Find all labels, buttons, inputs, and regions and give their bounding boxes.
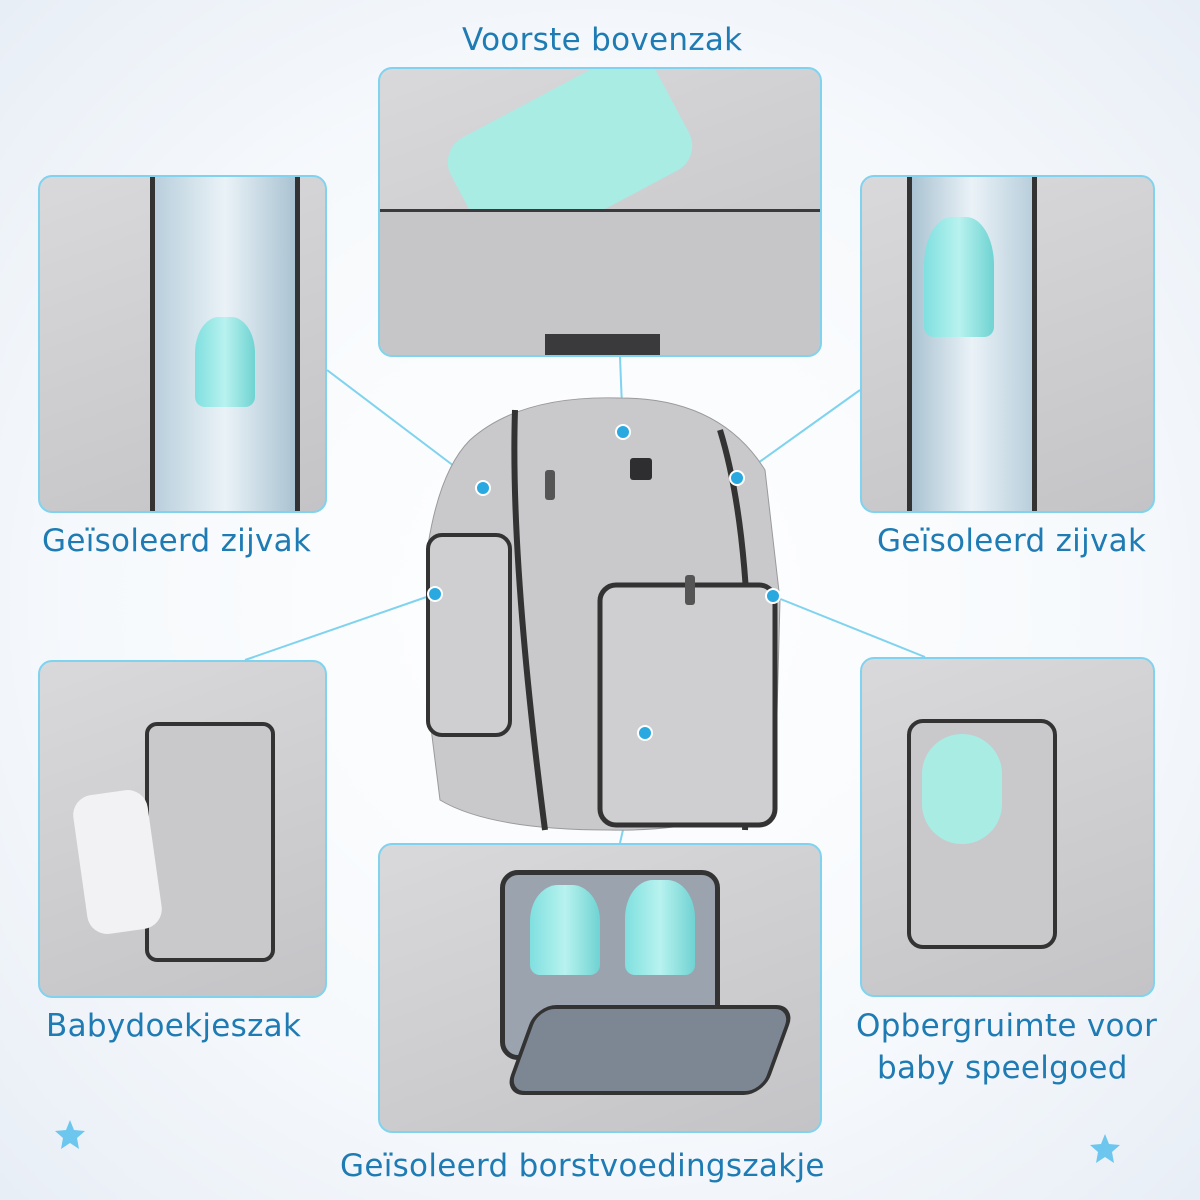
label-toy-storage-line2: baby speelgoed bbox=[877, 1050, 1128, 1086]
panel-toy-storage bbox=[860, 657, 1155, 997]
label-insulated-side-left: Geïsoleerd zijvak bbox=[42, 523, 312, 559]
bottle-image bbox=[625, 880, 695, 975]
label-wipes-pocket: Babydoekjeszak bbox=[46, 1008, 302, 1044]
panel-breastfeeding-pocket bbox=[378, 843, 822, 1133]
marker-dot bbox=[427, 586, 443, 602]
star-icon bbox=[55, 1120, 85, 1149]
panel-insulated-side-right bbox=[860, 175, 1155, 513]
label-insulated-side-right: Geïsoleerd zijvak bbox=[877, 523, 1147, 559]
panel-wipes-pocket bbox=[38, 660, 327, 998]
label-breastfeeding-pocket: Geïsoleerd borstvoedingszakje bbox=[340, 1148, 825, 1184]
bottle-image bbox=[195, 317, 255, 407]
marker-dot bbox=[637, 725, 653, 741]
logo-patch bbox=[545, 334, 660, 355]
marker-dot bbox=[729, 470, 745, 486]
pocket bbox=[145, 722, 275, 962]
marker-dot bbox=[765, 588, 781, 604]
bottle-image bbox=[530, 885, 600, 975]
panel-front-top-pocket bbox=[378, 67, 822, 357]
label-toy-storage-line1: Opbergruimte voor bbox=[856, 1008, 1158, 1044]
marker-dot bbox=[475, 480, 491, 496]
panel-insulated-side-left bbox=[38, 175, 327, 513]
toy-image bbox=[922, 734, 1002, 844]
marker-dot bbox=[615, 424, 631, 440]
label-front-top-pocket: Voorste bovenzak bbox=[462, 22, 743, 58]
pocket-front bbox=[380, 209, 820, 355]
star-icon bbox=[1090, 1134, 1120, 1163]
bottle-image bbox=[924, 217, 994, 337]
